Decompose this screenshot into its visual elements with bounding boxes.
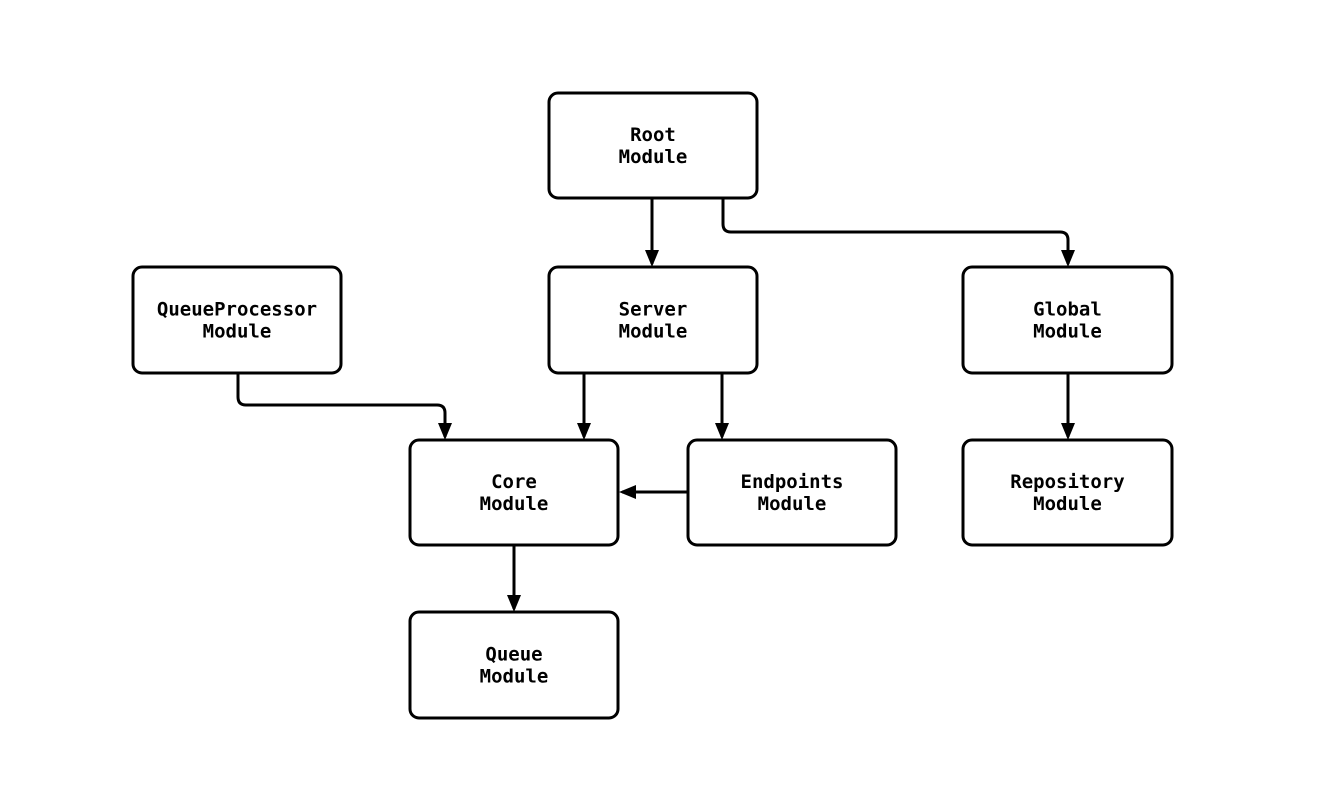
node-label-line: Module <box>619 320 688 342</box>
node-box <box>686 438 898 547</box>
node-label-line: Module <box>480 493 549 515</box>
node-label-line: Core <box>491 471 537 493</box>
node-label-line: Module <box>203 320 272 342</box>
node-box <box>408 438 620 547</box>
node-box <box>547 265 759 375</box>
edges-layer <box>236 198 1075 612</box>
edge-root-to-global <box>721 198 1075 267</box>
node-box <box>961 438 1174 547</box>
nodes-layer: RootModuleQueueProcessorModuleServerModu… <box>131 91 1174 720</box>
node-label-line: Module <box>1033 493 1102 515</box>
node-label-line: Module <box>758 493 827 515</box>
node-box <box>131 265 343 375</box>
node-label-line: Module <box>619 146 688 168</box>
node-label-line: QueueProcessor <box>157 298 317 320</box>
node-label-line: Endpoints <box>741 471 844 493</box>
node-label-line: Queue <box>485 643 542 665</box>
node-label-line: Repository <box>1010 471 1124 493</box>
node-box <box>961 265 1174 375</box>
node-label-line: Server <box>619 298 688 320</box>
node-label-line: Global <box>1033 298 1102 320</box>
node-box <box>547 91 759 200</box>
node-label-line: Module <box>1033 320 1102 342</box>
edge-queueprocessor-to-core <box>236 373 452 440</box>
node-box <box>408 610 620 720</box>
node-label-line: Module <box>480 665 549 687</box>
node-label-line: Root <box>630 124 676 146</box>
